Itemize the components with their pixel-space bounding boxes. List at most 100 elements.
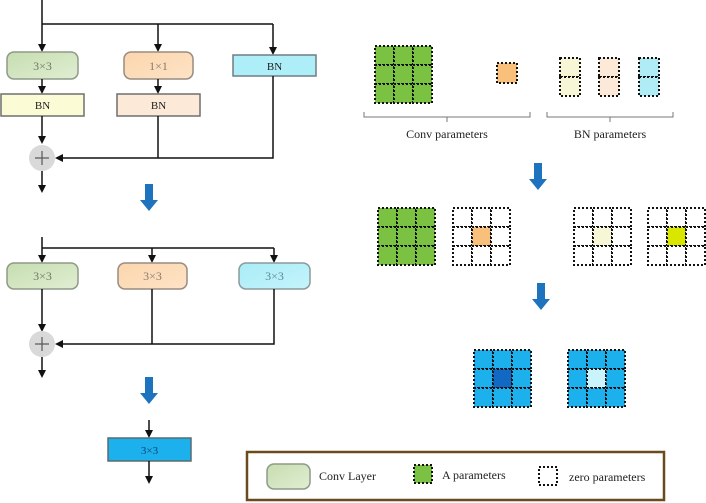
- merged-kernel-grid-cell: [473, 387, 494, 408]
- identity-kernel-grid-cell: [611, 207, 632, 228]
- conv3x3-kernel-grid-cell: [412, 83, 433, 104]
- identity-bn-kernel-grid-cell: [647, 245, 668, 266]
- padded-conv1x1-grid-cell: [452, 207, 473, 228]
- legend-a-label: A parameters: [442, 468, 506, 482]
- padded-conv1x1-grid-cell: [452, 245, 473, 266]
- conv1x1-kernel-cell: [496, 62, 518, 84]
- padded-conv1x1-grid-cell: [471, 226, 492, 247]
- merge-line: [55, 76, 274, 162]
- merged-kernel-grid-cell: [511, 349, 532, 370]
- conv3x3-kernel-grid-cell: [393, 45, 414, 66]
- identity-kernel-grid-cell: [592, 207, 613, 228]
- identity-kernel-grid-cell: [573, 245, 594, 266]
- bn-params-1-cell: [559, 57, 581, 78]
- merged-bias-grid-cell: [567, 368, 588, 389]
- transform-arrow-1-icon: [140, 184, 158, 211]
- merged-kernel-grid-cell: [492, 368, 513, 389]
- param-arrow-1-icon: [529, 163, 547, 190]
- branch-b-label: 3×3: [143, 269, 162, 283]
- merged-bias-grid-cell: [586, 349, 607, 370]
- fused-conv3x3-grid-cell: [377, 245, 398, 266]
- bn-identity-label: BN: [267, 61, 282, 73]
- fused-conv3x3-grid-cell: [396, 226, 417, 247]
- identity-bn-kernel-grid-cell: [685, 207, 706, 228]
- conv3x3-kernel-grid-cell: [412, 64, 433, 85]
- identity-bn-kernel-grid-cell: [685, 245, 706, 266]
- branch-a-label: 3×3: [33, 269, 52, 283]
- conv3x3-kernel-grid-cell: [374, 64, 395, 85]
- identity-bn-kernel-grid-cell: [685, 226, 706, 247]
- padded-conv1x1-grid-cell: [490, 245, 511, 266]
- param-arrow-2-icon: [532, 283, 550, 310]
- merged-bias-grid-cell: [586, 368, 607, 389]
- merged-bias-grid-cell: [586, 387, 607, 408]
- bn-params-1-cell: [559, 76, 581, 97]
- conv3x3-kernel-grid-cell: [374, 83, 395, 104]
- identity-bn-kernel-grid-cell: [647, 207, 668, 228]
- merged-bias-grid-cell: [605, 368, 626, 389]
- merged-bias-grid-cell: [567, 387, 588, 408]
- padded-conv1x1-grid-cell: [490, 226, 511, 247]
- fused-conv3x3-grid-cell: [415, 207, 436, 228]
- legend-zero-swatch: [538, 466, 558, 486]
- conv3x3-kernel-grid-cell: [393, 64, 414, 85]
- identity-kernel-grid-cell: [611, 226, 632, 247]
- conv-params-label: Conv parameters: [406, 127, 488, 141]
- fused-conv3x3-grid-cell: [415, 226, 436, 247]
- padded-conv1x1-grid-cell: [490, 207, 511, 228]
- identity-kernel-grid-cell: [573, 226, 594, 247]
- merged-kernel-grid-cell: [511, 387, 532, 408]
- parameter-grids: [374, 45, 706, 408]
- conv-params-bracket: [363, 112, 531, 122]
- bn-after-conv1-label: BN: [151, 100, 166, 112]
- padded-conv1x1-grid-cell: [452, 226, 473, 247]
- identity-kernel-grid-cell: [592, 226, 613, 247]
- branch-c-label: 3×3: [265, 269, 284, 283]
- stage3-inference-block: 3×3: [107, 420, 192, 484]
- legend-conv-label: Conv Layer: [319, 469, 376, 483]
- legend-box: [245, 450, 666, 502]
- legend-zero-label: zero parameters: [569, 470, 646, 484]
- stage1-training-block: 3×3 1×1 BN BN BN: [0, 0, 317, 193]
- legend-a-swatch: [413, 464, 433, 484]
- identity-bn-kernel-grid-cell: [666, 245, 687, 266]
- bn-params-2-cell: [598, 57, 620, 78]
- stage2-fused-bn-block: 3×3 3×3 3×3: [6, 237, 311, 378]
- conv3x3-kernel-grid-cell: [412, 45, 433, 66]
- conv3x3-kernel-grid-cell: [374, 45, 395, 66]
- bn-params-2-cell: [598, 76, 620, 97]
- conv3x3-kernel-grid-cell: [393, 83, 414, 104]
- bn-params-3-cell: [638, 76, 660, 97]
- fused-conv3x3-grid-cell: [377, 207, 398, 228]
- conv1x1-label: 1×1: [149, 59, 168, 73]
- transform-arrow-2-icon: [140, 377, 158, 404]
- identity-kernel-grid-cell: [573, 207, 594, 228]
- merged-bias-grid-cell: [605, 387, 626, 408]
- fused-conv3x3-grid-cell: [396, 207, 417, 228]
- padded-conv1x1-grid-cell: [471, 207, 492, 228]
- bn-params-bracket: [546, 112, 674, 122]
- identity-bn-kernel-grid-cell: [666, 207, 687, 228]
- merged-bias-grid-cell: [567, 349, 588, 370]
- fused-conv3x3-grid-cell: [396, 245, 417, 266]
- merged-kernel-grid-cell: [511, 368, 532, 389]
- merged-bias-grid-cell: [605, 349, 626, 370]
- bn-after-conv3-label: BN: [35, 100, 50, 112]
- merged-kernel-grid-cell: [492, 349, 513, 370]
- merged-kernel-grid-cell: [492, 387, 513, 408]
- legend-conv-swatch: [266, 463, 311, 490]
- fused-conv3x3-grid-cell: [377, 226, 398, 247]
- legend: Conv Layer A parameters zero parameters: [245, 450, 666, 502]
- bn-params-3-cell: [638, 57, 660, 78]
- padded-conv1x1-grid-cell: [471, 245, 492, 266]
- identity-kernel-grid-cell: [592, 245, 613, 266]
- identity-bn-kernel-grid-cell: [647, 226, 668, 247]
- merge-line-2: [55, 289, 275, 348]
- fused-conv3x3-grid-cell: [415, 245, 436, 266]
- merged-kernel-grid-cell: [473, 368, 494, 389]
- identity-bn-kernel-grid-cell: [666, 226, 687, 247]
- bn-params-label: BN parameters: [574, 127, 647, 141]
- bn-identity-box: [232, 54, 317, 77]
